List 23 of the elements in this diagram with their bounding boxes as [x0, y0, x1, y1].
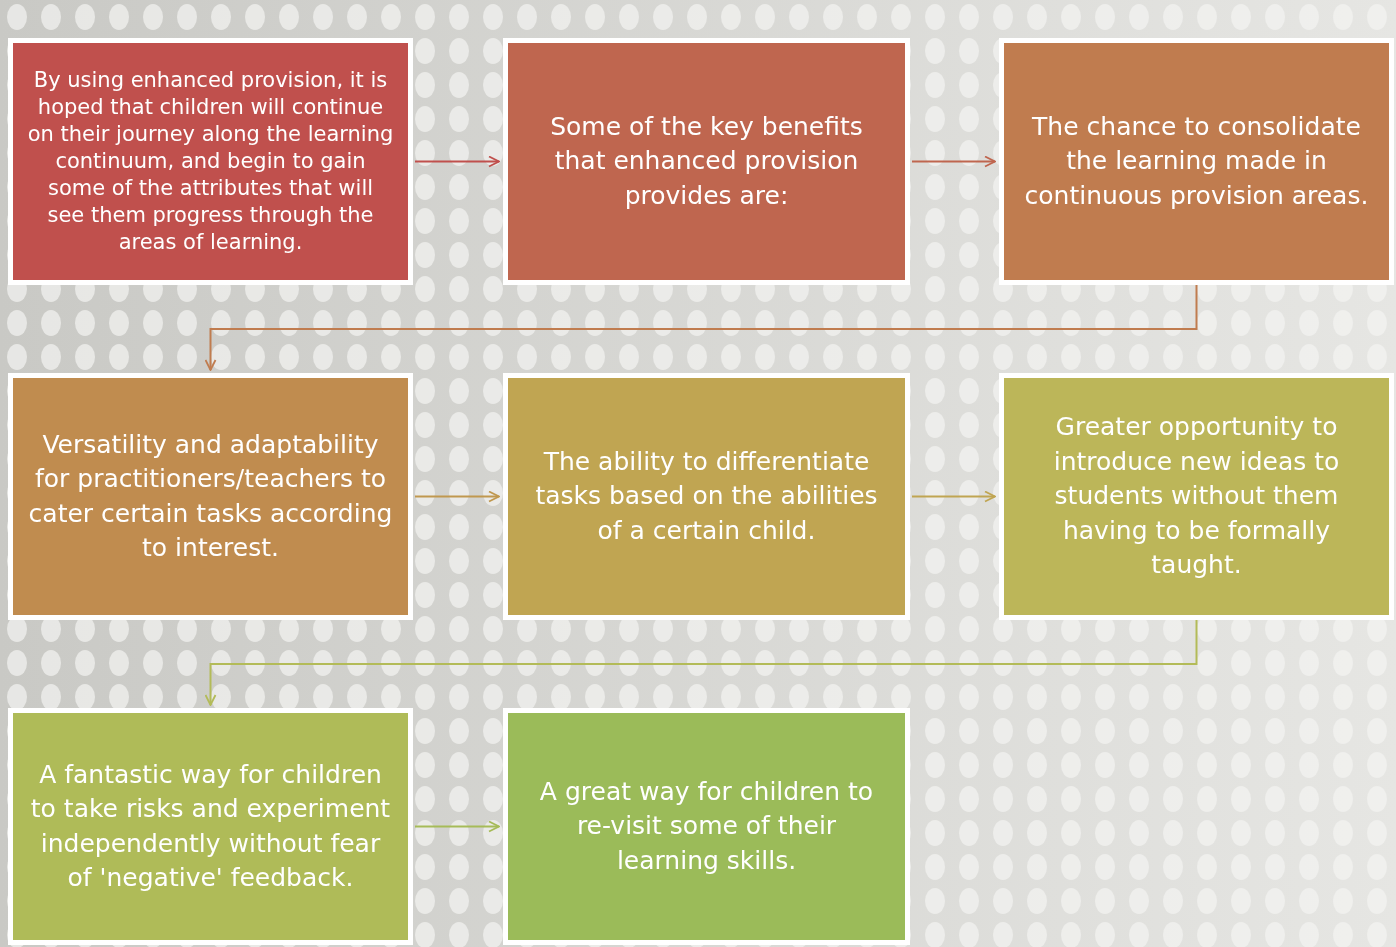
- box-text: A great way for children to re-visit some of their learning skills.: [538, 775, 875, 877]
- process-box: [999, 373, 1394, 620]
- arrow: [414, 820, 500, 833]
- arrow: [204, 284, 1198, 371]
- process-box: [503, 708, 910, 945]
- arrow: [911, 155, 996, 168]
- box-text: Some of the key benefits that enhanced provision provides are:: [549, 110, 864, 212]
- arrow: [414, 155, 500, 168]
- box-text: Greater opportunity to introduce new ideas to students without them having to be formally taught.: [1052, 411, 1341, 582]
- box-text: By using enhanced provision, it is hoped that children will continue on their journey along the learning continuum, and begin to gain some of the attributes that will see them progress through the areas of learning.: [27, 67, 394, 256]
- process-box: [503, 373, 910, 620]
- box-text: The chance to consolidate the learning made in continuous provision areas.: [1023, 110, 1370, 212]
- arrow: [911, 490, 996, 503]
- process-box: [8, 708, 413, 945]
- process-box: [8, 38, 413, 285]
- arrow: [204, 619, 1198, 706]
- box-text: A fantastic way for children to take risks and experiment independently without fear of 'negative' feedback.: [29, 758, 392, 894]
- arrow: [414, 490, 500, 503]
- process-box: [8, 373, 413, 620]
- box-text: Versatility and adaptability for practitioners/teachers to cater certain tasks according to interest.: [27, 428, 394, 564]
- process-box: [999, 38, 1394, 285]
- box-text: The ability to differentiate tasks based on the abilities of a certain child.: [534, 445, 879, 547]
- process-box: [503, 38, 910, 285]
